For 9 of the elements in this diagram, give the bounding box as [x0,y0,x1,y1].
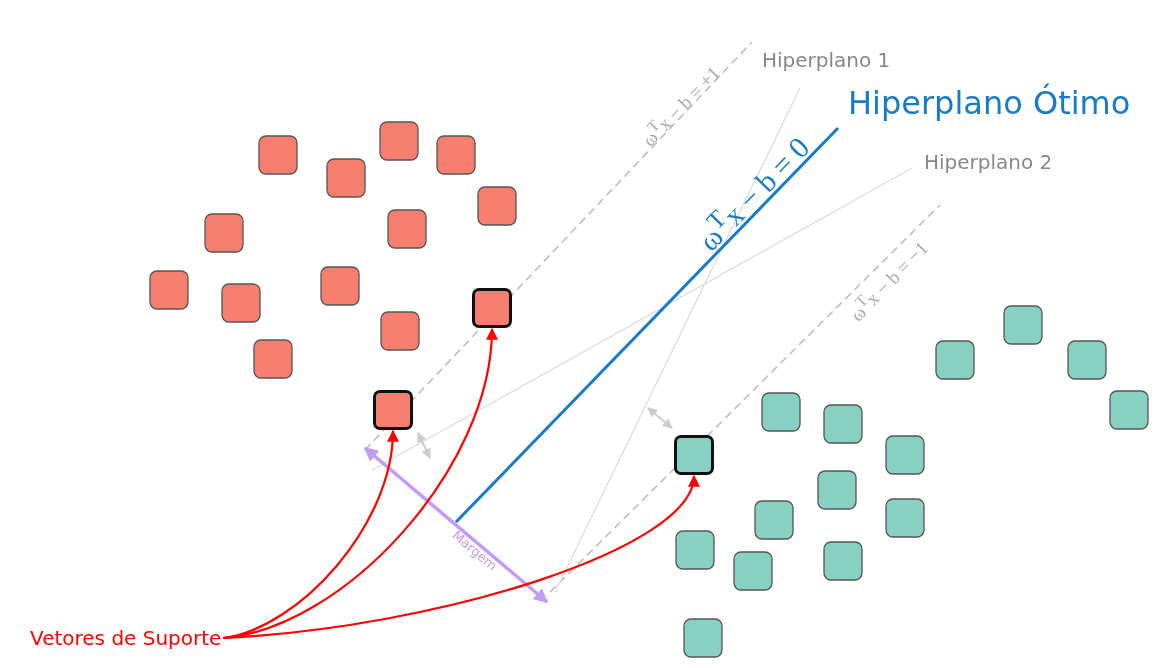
hyperplane-label: Hiperplano 1 [762,48,891,72]
leader-arrow [223,327,498,640]
support-vector-point [674,435,714,475]
leader-arrow [223,474,697,640]
support-vector-point [373,390,413,430]
callout-text: Vetores de Suporte [30,626,222,650]
hyperplane-label: Hiperplano 2 [924,150,1053,174]
support-vector-point [472,288,512,328]
hyperplane-label: Hiperplano Ótimo [848,84,1131,122]
